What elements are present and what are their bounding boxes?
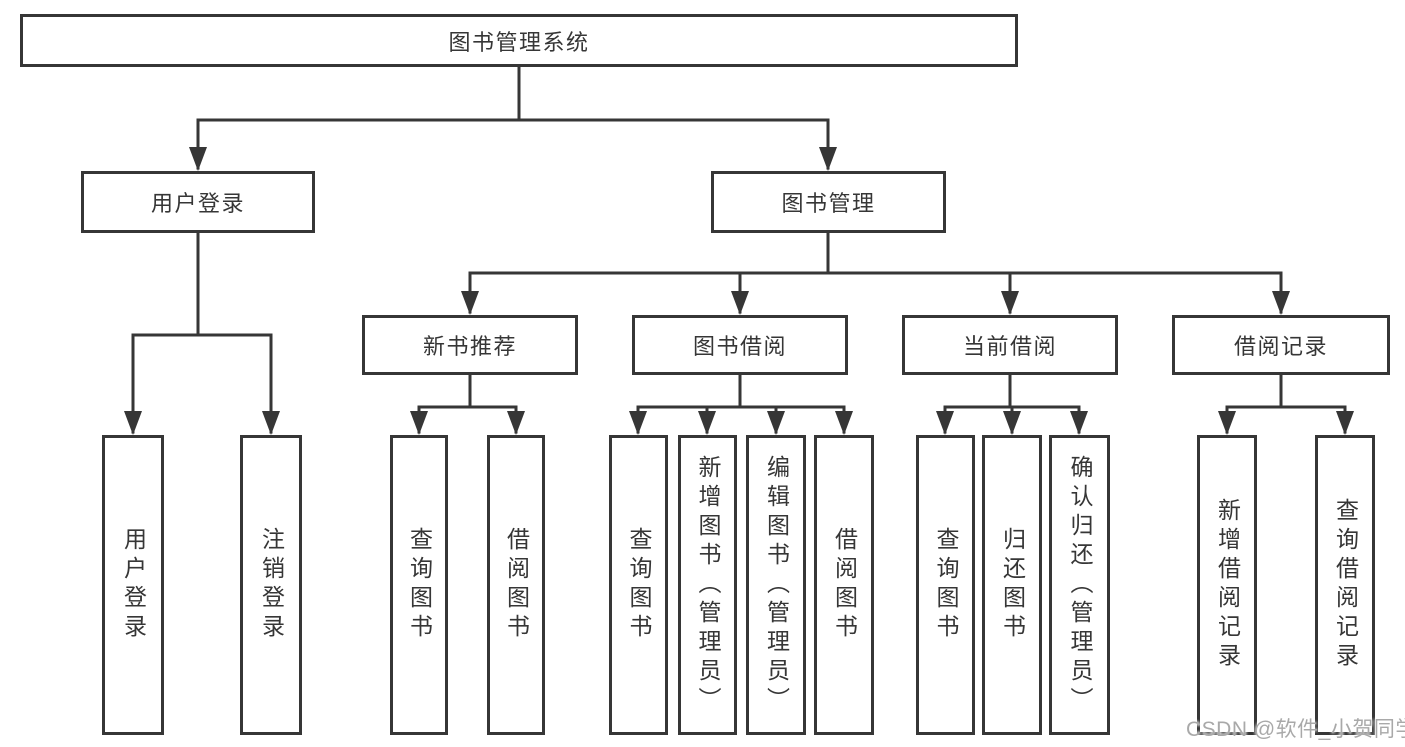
leaf-newbooks-query-label: 查询图书 — [406, 527, 433, 643]
leaf-borrow-add-label: 新增图书（管理员） — [695, 454, 721, 716]
node-book-borrow: 图书借阅 — [632, 315, 848, 375]
node-borrow-records: 借阅记录 — [1172, 315, 1390, 375]
leaf-current-query-label: 查询图书 — [933, 527, 959, 643]
node-book-mgmt: 图书管理 — [711, 171, 946, 233]
leaf-user-login-label: 用户登录 — [120, 527, 147, 643]
node-current-borrow: 当前借阅 — [902, 315, 1118, 375]
leaf-newbooks-borrow-label: 借阅图书 — [503, 527, 530, 643]
leaf-newbooks-query: 查询图书 — [390, 435, 448, 735]
leaf-borrow-edit: 编辑图书（管理员） — [746, 435, 806, 735]
leaf-user-login: 用户登录 — [102, 435, 164, 735]
node-user-login: 用户登录 — [81, 171, 315, 233]
connector-borrow-records-to-leaves — [1218, 373, 1354, 435]
leaf-borrow-borrow: 借阅图书 — [814, 435, 874, 735]
leaf-logout: 注销登录 — [240, 435, 302, 735]
leaf-current-return: 归还图书 — [982, 435, 1042, 735]
node-new-books: 新书推荐 — [362, 315, 578, 375]
leaf-records-add-label: 新增借阅记录 — [1214, 498, 1241, 672]
leaf-current-return-label: 归还图书 — [999, 527, 1026, 643]
node-root: 图书管理系统 — [20, 14, 1018, 67]
leaf-borrow-borrow-label: 借阅图书 — [831, 527, 858, 643]
leaf-borrow-query: 查询图书 — [609, 435, 668, 735]
leaf-borrow-query-label: 查询图书 — [626, 527, 652, 643]
connector-user-login-to-leaves — [124, 231, 280, 435]
leaf-borrow-edit-label: 编辑图书（管理员） — [763, 454, 790, 716]
connector-current-borrow-to-leaves — [936, 373, 1088, 435]
leaf-newbooks-borrow: 借阅图书 — [487, 435, 545, 735]
connector-book-mgmt-to-level3 — [461, 231, 1290, 315]
connector-book-borrow-to-leaves — [629, 373, 853, 435]
leaf-records-add: 新增借阅记录 — [1197, 435, 1257, 735]
connector-new-books-to-leaves — [410, 373, 525, 435]
leaf-current-query: 查询图书 — [916, 435, 975, 735]
leaf-current-confirm-label: 确认归还（管理员） — [1067, 454, 1093, 716]
leaf-records-query-label: 查询借阅记录 — [1332, 498, 1359, 672]
watermark: CSDN @软件_小贺同学 — [1186, 718, 1405, 741]
leaf-records-query: 查询借阅记录 — [1315, 435, 1375, 735]
leaf-current-confirm: 确认归还（管理员） — [1049, 435, 1110, 735]
connector-root-to-level2 — [189, 65, 837, 171]
leaf-borrow-add: 新增图书（管理员） — [678, 435, 737, 735]
leaf-logout-label: 注销登录 — [258, 527, 285, 643]
